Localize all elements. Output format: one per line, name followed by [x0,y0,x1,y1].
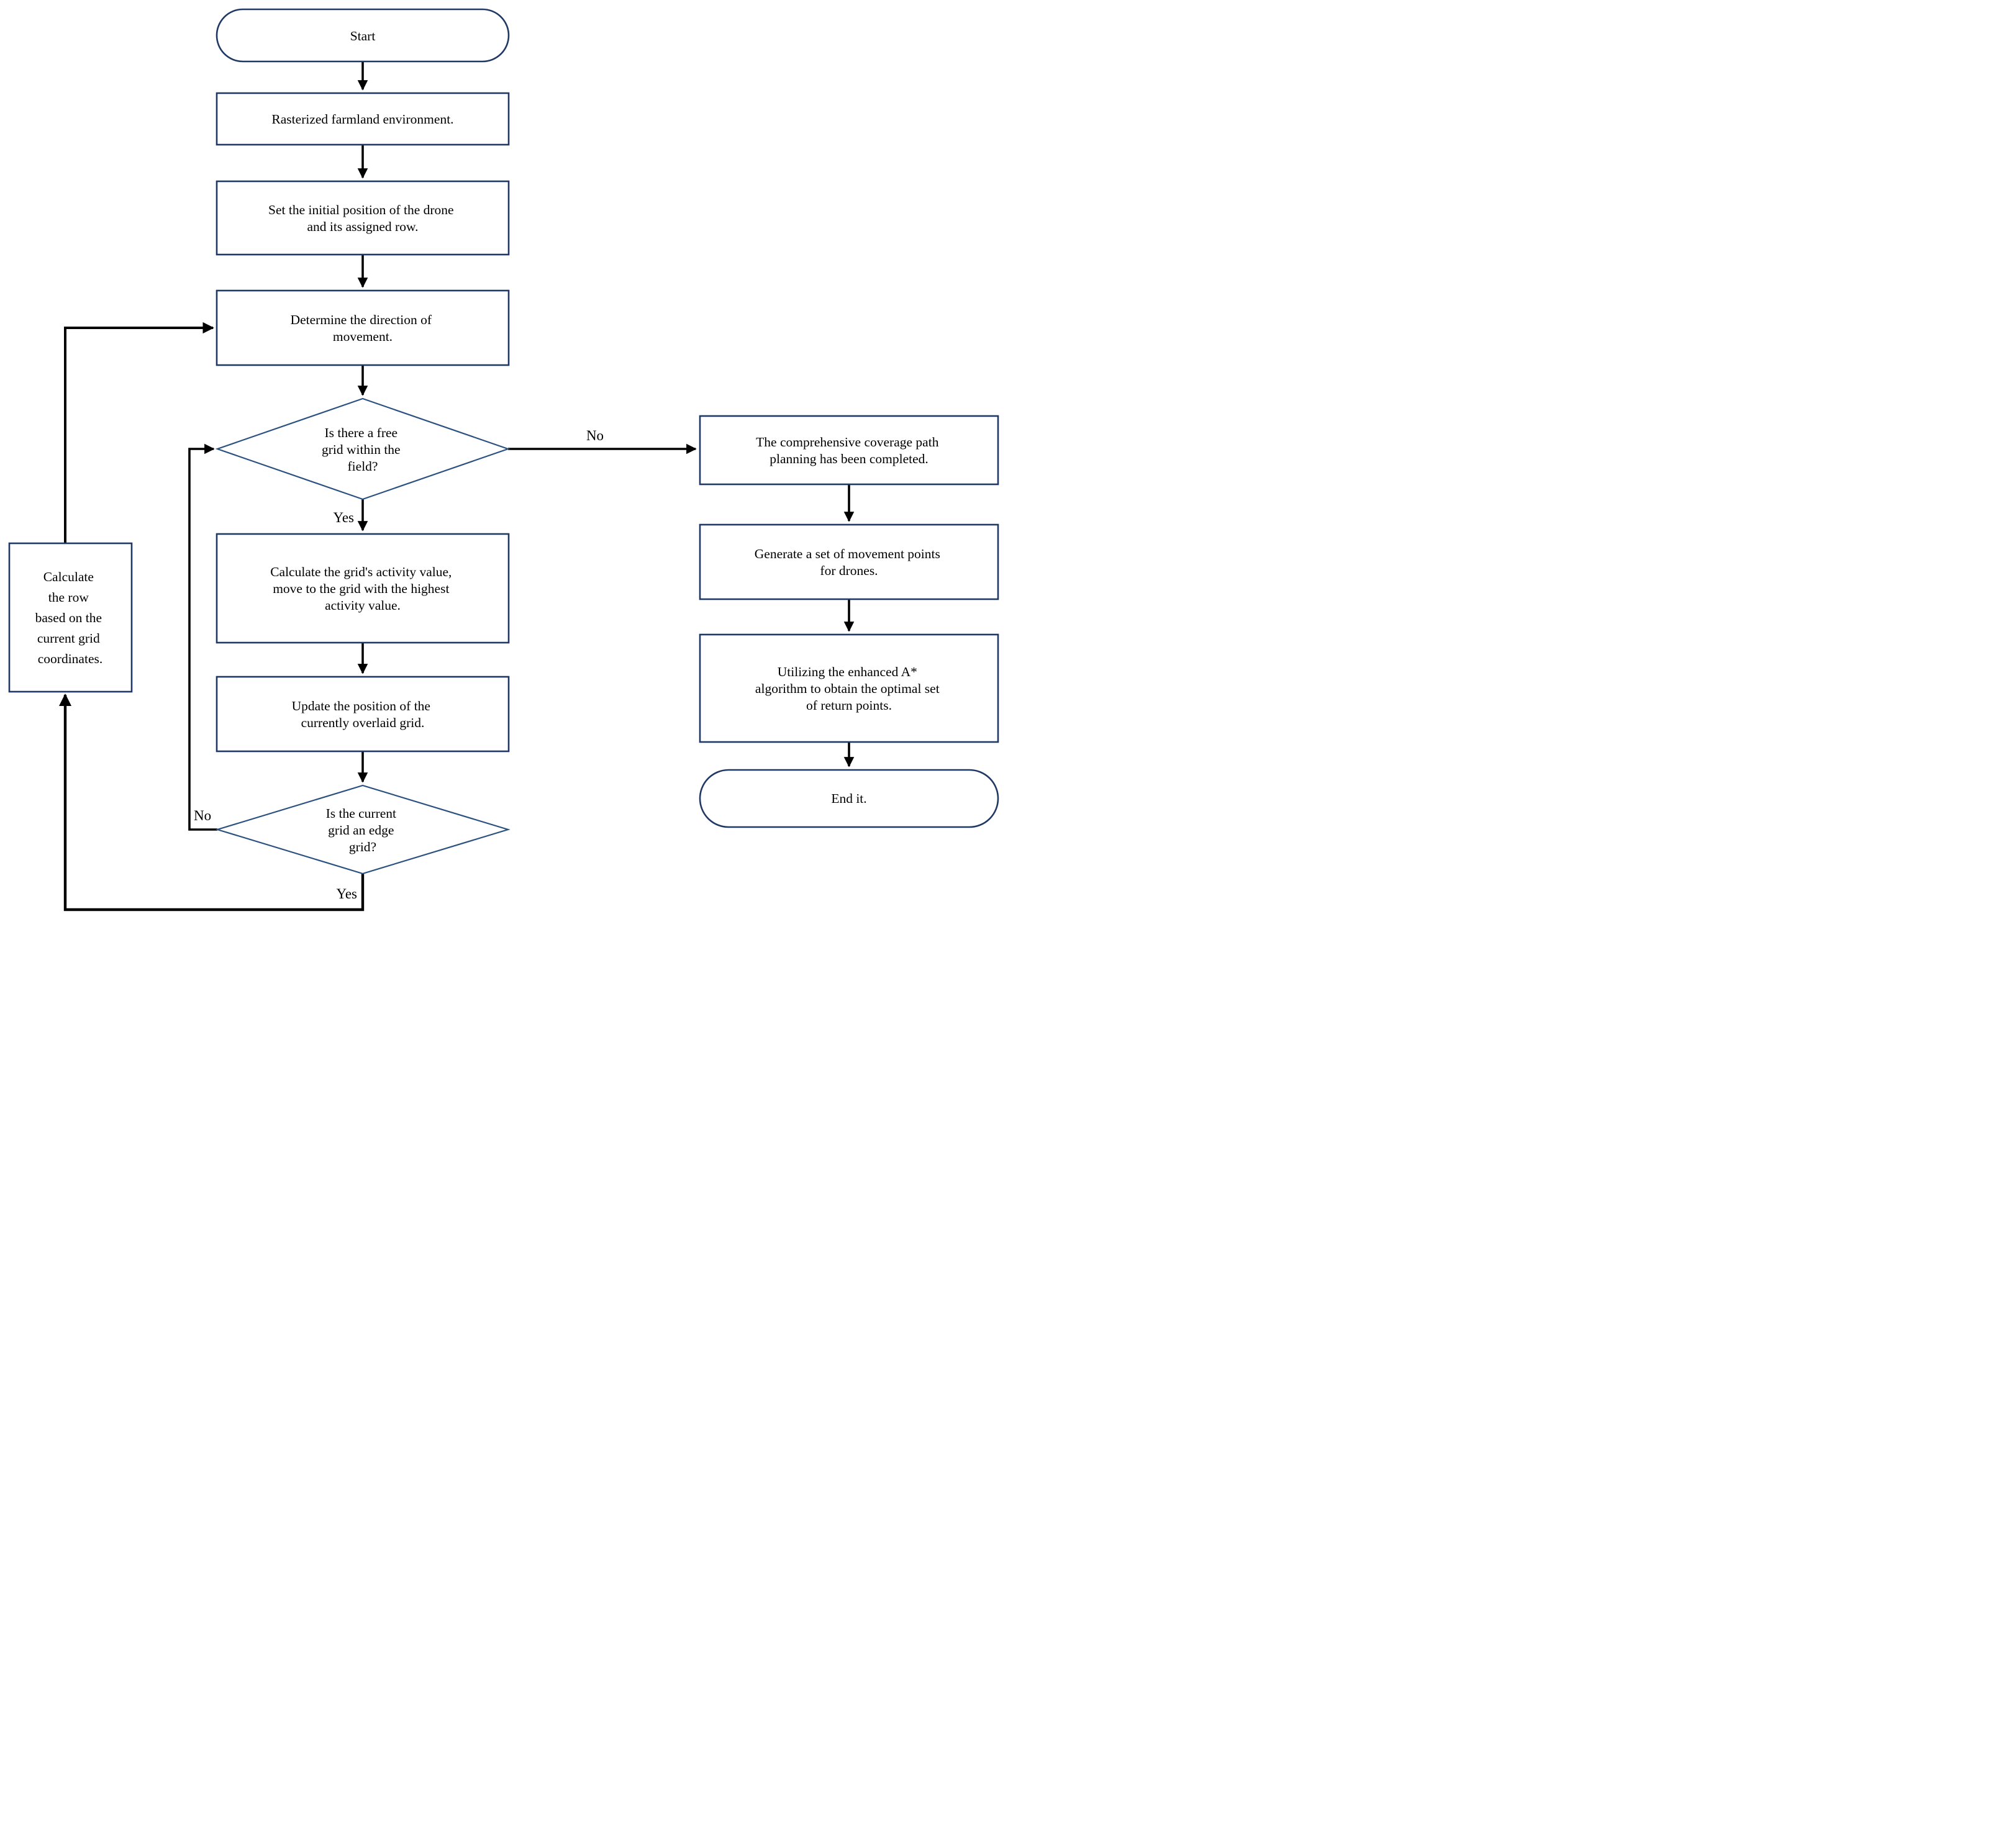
node-update-position-label: Update the position of the currently ove… [292,699,434,730]
node-generate-points: Generate a set of movement points for dr… [699,523,999,600]
node-generate-points-label: Generate a set of movement points for dr… [755,546,944,578]
node-calc-activity-label: Calculate the grid's activity value, mov… [270,564,455,613]
node-end: End it. [699,769,999,828]
label-edge-grid-no: No [194,808,211,823]
node-set-initial: Set the initial position of the drone an… [216,180,510,256]
node-coverage-complete-label: The comprehensive coverage path planning… [756,435,942,466]
node-start-label: Start [350,29,376,43]
node-free-grid-decision: Is there a free grid within the field? [215,397,511,500]
node-rasterized: Rasterized farmland environment. [216,92,510,146]
label-edge-grid-yes: Yes [337,886,358,902]
node-start: Start [216,8,510,63]
flowchart-canvas: Start Rasterized farmland environment. S… [0,0,1008,921]
node-determine-direction-label: Determine the direction of movement. [291,312,435,344]
node-free-grid-decision-label: Is there a free grid within the field? [322,425,404,474]
label-free-grid-yes: Yes [334,510,355,525]
node-calc-row: Calculate the row based on the current g… [8,542,133,693]
node-edge-grid-decision: Is the current grid an edge grid? [215,784,511,875]
node-calc-row-label: Calculate the row based on the current g… [35,569,106,666]
node-set-initial-label: Set the initial position of the drone an… [268,202,457,234]
flowchart-svg: Start Rasterized farmland environment. S… [8,8,999,911]
node-calc-activity: Calculate the grid's activity value, mov… [216,533,510,644]
node-coverage-complete: The comprehensive coverage path planning… [699,415,999,486]
loop-calcrow-to-determine [64,322,214,543]
node-end-label: End it. [831,791,866,806]
node-enhanced-astar-label: Utilizing the enhanced A* algorithm to o… [755,664,943,713]
loop-edgegrid-no-to-freegrid [188,443,217,831]
node-update-position: Update the position of the currently ove… [216,676,510,753]
node-determine-direction: Determine the direction of movement. [216,289,510,366]
connectors [58,61,855,911]
loop-edgegrid-yes-to-calcrow [58,693,365,911]
node-rasterized-label: Rasterized farmland environment. [271,112,453,127]
node-edge-grid-decision-label: Is the current grid an edge grid? [326,806,400,854]
label-free-grid-no: No [586,428,604,443]
node-enhanced-astar: Utilizing the enhanced A* algorithm to o… [699,633,999,743]
